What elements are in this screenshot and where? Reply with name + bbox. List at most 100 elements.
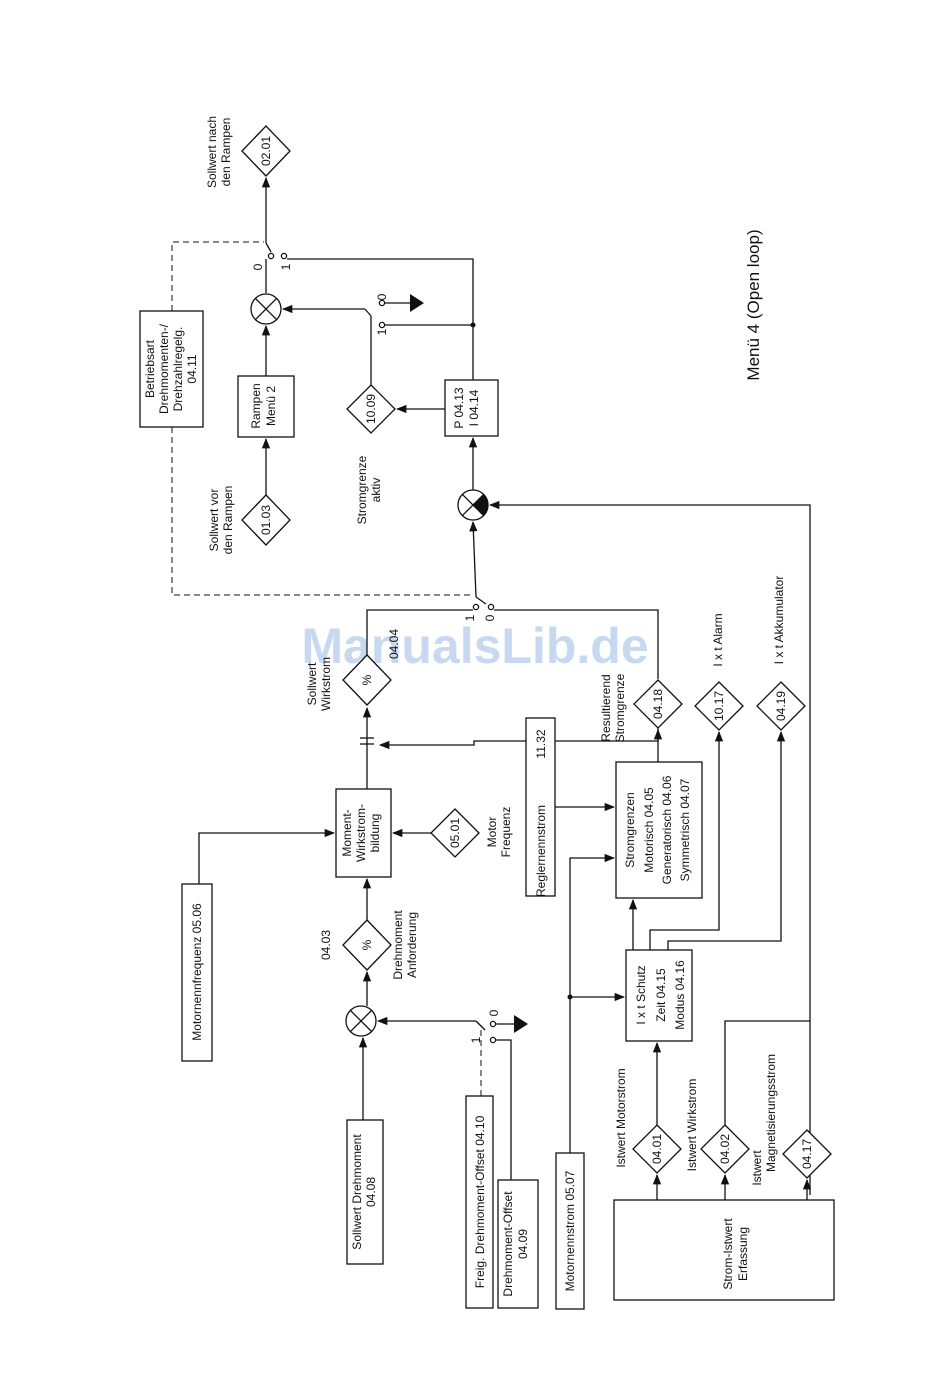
motor-frequenz-label-1: Motor [485, 817, 499, 848]
reglernennstrom-box [525, 717, 556, 897]
speed-switch-contact-0 [267, 252, 275, 260]
offset-switch-contact-0 [489, 1020, 497, 1028]
strom-istwert-erfassung-box [613, 1199, 835, 1301]
moment-label-3: bildung [368, 814, 382, 853]
drehmoment-anforderung-label-2: Anforderung [405, 912, 419, 978]
istwert-magnet-label-1: Istwert [750, 1150, 764, 1186]
param-04-19-diamond [756, 681, 806, 731]
drehmoment-anforderung-label-1: Drehmoment [391, 910, 405, 980]
limit-switch-blade [364, 308, 372, 317]
param-04-18-label: 04.18 [651, 689, 665, 719]
wire-0402-up [724, 1020, 810, 1125]
param-01-03-label: 01.03 [259, 505, 273, 535]
pi-controller-box [444, 379, 499, 437]
rampen-label-1: Rampen [249, 383, 263, 428]
motornennfrequenz-label: Motornennfrequenz 05.06 [190, 903, 204, 1041]
freig-offset-label: Freig. Drehmoment-Offset 04.10 [473, 1115, 487, 1288]
torque-switch-0-label: 0 [483, 614, 497, 621]
speed-switch-0-label: 0 [251, 263, 265, 270]
betriebsart-label-1: Betriebsart [143, 339, 157, 398]
param-04-18-diamond [633, 679, 683, 729]
speed-switch-blade [265, 242, 272, 253]
stromgrenzen-label-1: Stromgrenzen [623, 792, 637, 867]
param-05-01-label: 05.01 [448, 818, 462, 848]
pi-label-p: P 04.13 [452, 387, 466, 428]
param-10-09-label: 10.09 [364, 394, 378, 424]
param-04-17-label: 04.17 [800, 1139, 814, 1169]
sollwert-vor-label-2: den Rampen [221, 486, 235, 555]
speed-switch-contact-1 [280, 252, 288, 260]
wire-wirkstrom-to-switch [366, 609, 473, 655]
torque-switch-1-label: 1 [463, 614, 477, 621]
resultierend-label-1: Resultierend [599, 674, 613, 741]
betriebsart-label-3: Drehzahlregelg. [171, 327, 185, 412]
param-02-01-label: 02.01 [259, 136, 273, 166]
betriebsart-label-4: 04.11 [185, 354, 199, 383]
motornennfrequenz-box [181, 883, 213, 1062]
sollwert-vor-label-1: Sollwert vor [207, 489, 221, 552]
sollwert-wirkstrom-label-1: Sollwert [305, 662, 319, 705]
erfassung-label-2: Erfassung [736, 1227, 750, 1281]
param-10-17-diamond [694, 681, 744, 731]
limit-switch-contact-0 [378, 299, 386, 307]
freig-offset-box [465, 1095, 494, 1309]
drehmoment-offset-label-2: 04.09 [516, 1229, 530, 1259]
wire-pi-to-switch [287, 258, 474, 380]
wire-motornennfrequenz-to-moment [198, 828, 336, 884]
torque-switch-contact-1 [472, 603, 480, 611]
motornennstrom-box [555, 1152, 585, 1310]
limit-switch-contact-1 [378, 321, 386, 329]
motor-frequenz-label-2: Frequenz [499, 807, 513, 858]
reglernennstrom-param: 11.32 [534, 729, 548, 758]
sollwert-drehmoment-label-1: Sollwert Drehmoment [350, 1134, 364, 1250]
betriebsart-to-speed-switch-dashed [171, 241, 264, 311]
moment-label-2: Wirkstrom- [354, 804, 368, 862]
drehmoment-offset-label-1: Drehmoment-Offset [501, 1191, 515, 1297]
param-02-01-diamond [241, 125, 291, 177]
ground-symbol-bottom [514, 1015, 528, 1033]
wire-motornennstrom-to-stromgrenzen [569, 853, 616, 1153]
limit-switch-1-label: 1 [375, 328, 389, 335]
offset-switch-blade [475, 1020, 486, 1031]
sollwert-drehmoment-label-2: 04.08 [364, 1177, 378, 1207]
wire-torqueswitch-to-sum [469, 520, 478, 598]
stromgrenzen-box [615, 761, 703, 899]
sollwert-wirkstrom-label-2: Wirkstrom [319, 657, 333, 711]
resultierend-label-2: Stromgrenze [613, 673, 627, 742]
wire-offset-from-0409 [496, 1039, 512, 1180]
torque-switch-contact-0 [487, 603, 495, 611]
istwert-magnet-label-2: Magnetisierungsstrom [764, 1054, 778, 1172]
wire-ixt-to-0419 [667, 730, 786, 950]
wire-0418-to-switch [494, 609, 659, 679]
param-10-17-label: 10.17 [712, 691, 726, 721]
sollwert-nach-label-2: den Rampen [219, 118, 233, 187]
param-01-03-diamond [241, 494, 291, 546]
offset-switch-1-label: 1 [469, 1036, 483, 1043]
param-04-01-label: 04.01 [650, 1134, 664, 1164]
junction-dot-pi [470, 322, 476, 328]
ixt-schutz-label-2: Zeit 04.15 [654, 968, 668, 1022]
param-04-04-label: 04.04 [387, 629, 401, 659]
offset-switch-0-label: 0 [487, 1009, 501, 1016]
moment-wirkstrom-box [335, 788, 392, 878]
stromgrenze-aktiv-label-1: Stromgrenze [355, 455, 369, 524]
betriebsart-label-2: Drehmomenten-/ [157, 323, 171, 414]
drehmoment-offset-box [497, 1179, 539, 1309]
wire-ixt-to-1017 [649, 730, 724, 950]
stromgrenzen-label-3: Generatorisch 04.06 [660, 775, 674, 884]
torque-switch-blade [475, 596, 487, 605]
diagram-title: Menü 4 (Open loop) [744, 229, 763, 380]
betriebsart-to-torque-switch-dashed [171, 427, 474, 596]
rampen-label-2: Menü 2 [264, 386, 278, 426]
ixt-schutz-label-3: Modus 04.16 [673, 960, 687, 1030]
erfassung-label-1: Strom-Istwert [721, 1218, 735, 1290]
stromgrenze-aktiv-label-2: aktiv [369, 478, 383, 503]
wire-0402-feedback-to-sum [488, 500, 811, 1195]
sollwert-nach-label-1: Sollwert nach [205, 116, 219, 188]
percent-sollwert-diamond [342, 654, 392, 706]
percent-sollwert-label: % [360, 674, 374, 685]
param-04-19-label: 04.19 [774, 691, 788, 721]
moment-label-1: Moment- [340, 809, 354, 856]
